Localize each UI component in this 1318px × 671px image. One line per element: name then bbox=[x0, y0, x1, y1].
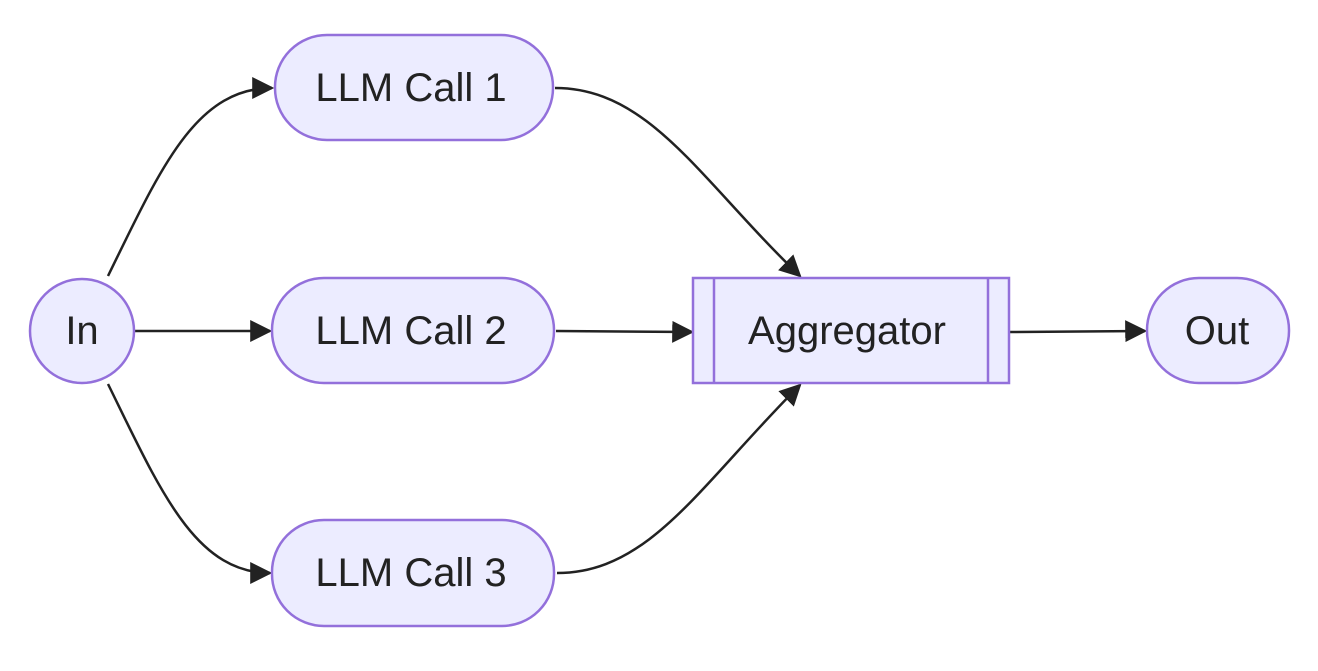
node-llm-call-1[interactable]: LLM Call 1 bbox=[273, 33, 555, 142]
node-out[interactable]: Out bbox=[1145, 276, 1291, 385]
node-llm-call-3[interactable]: LLM Call 3 bbox=[270, 518, 556, 628]
node-in[interactable]: In bbox=[28, 277, 136, 385]
edge-in-to-llm-call-1 bbox=[106, 77, 275, 277]
node-llm-call-3-label: LLM Call 3 bbox=[315, 551, 506, 595]
edge-llm-call-3-to-aggregator bbox=[556, 383, 802, 575]
node-aggregator-label: Aggregator bbox=[748, 309, 946, 353]
node-out-label: Out bbox=[1185, 309, 1249, 353]
node-in-label: In bbox=[65, 309, 98, 353]
node-llm-call-2-label: LLM Call 2 bbox=[315, 309, 506, 353]
edge-llm-call-2-to-aggregator bbox=[555, 320, 695, 343]
node-llm-call-2[interactable]: LLM Call 2 bbox=[270, 276, 556, 385]
edges bbox=[106, 77, 1148, 584]
node-llm-call-1-label: LLM Call 1 bbox=[315, 66, 506, 110]
edge-aggregator-to-out bbox=[1009, 320, 1148, 343]
node-aggregator[interactable]: Aggregator bbox=[691, 276, 1011, 385]
edge-in-to-llm-call-3 bbox=[106, 383, 273, 584]
edge-llm-call-1-to-aggregator bbox=[554, 86, 802, 278]
